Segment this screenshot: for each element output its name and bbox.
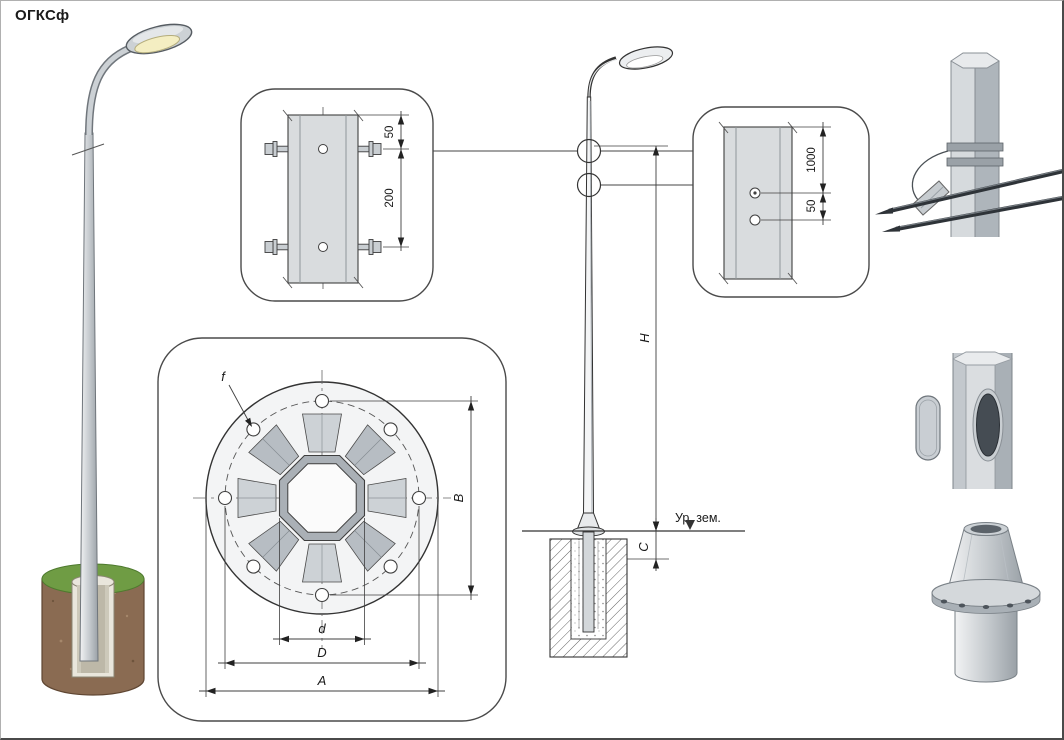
handhole-3d xyxy=(915,351,1014,489)
suspension-wire xyxy=(911,150,949,201)
dim-terminal-offset: 50 xyxy=(806,200,818,213)
pole-band-upper xyxy=(946,142,1004,152)
suspension-assembly-3d xyxy=(875,52,1062,237)
dim-height: H xyxy=(637,333,652,343)
dim-bolt-circle-vertical: B xyxy=(451,493,466,502)
dim-plate-diameter: A xyxy=(317,673,327,688)
pole-3d-render xyxy=(41,23,193,696)
octagon-tube-inner xyxy=(287,463,357,533)
dim-embed: C xyxy=(636,542,651,552)
pole-band-lower xyxy=(946,157,1004,167)
dim-hole-label: f xyxy=(221,369,226,384)
detail-marker-lower xyxy=(576,172,602,198)
luminaire-3d xyxy=(125,23,193,55)
luminaire-elevation xyxy=(618,46,674,70)
page-title: ОГКСф xyxy=(15,7,70,24)
pole-shaft-3d xyxy=(79,132,99,662)
dim-octagon-width: d xyxy=(318,621,326,636)
pole-elevation: H Ур. зем. C xyxy=(522,46,745,658)
flange-gussets xyxy=(237,413,407,583)
callout-leader-lines xyxy=(433,150,693,186)
ground-level-mark xyxy=(685,520,695,530)
suspension-rods xyxy=(875,168,1062,232)
dim-terminal-height: 1000 xyxy=(806,147,818,173)
detail-marker-upper xyxy=(576,138,602,164)
handhole-opening xyxy=(976,393,1000,457)
dim-bolt-spacing: 200 xyxy=(384,188,396,207)
dim-edge-to-bolt: 50 xyxy=(384,126,396,139)
foundation-section xyxy=(549,531,628,658)
flange-plan-view: f B d xyxy=(157,337,507,722)
handhole-cover xyxy=(915,395,941,461)
detail-flange-bolts: 50 200 xyxy=(240,88,434,302)
base-flange-holes xyxy=(940,599,1032,609)
ground-level-label: Ур. зем. xyxy=(675,511,721,525)
dim-bolt-circle-diameter: D xyxy=(317,645,326,660)
base-shoe-3d xyxy=(931,522,1041,683)
detail-ground-terminal: 1000 50 xyxy=(692,106,870,298)
flange-bolt-holes xyxy=(217,393,427,603)
luminaire-lens xyxy=(134,34,181,54)
